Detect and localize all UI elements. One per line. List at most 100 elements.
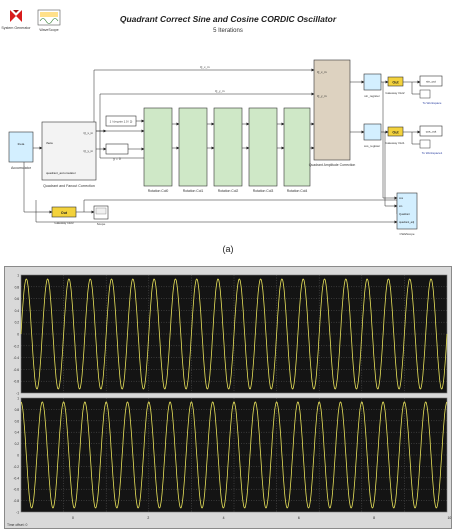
x-axis-ticks: 0 2 4 6 8 10 — [72, 516, 451, 520]
y-tick-label: 0.8 — [15, 408, 20, 412]
wavescope-block-label: CWaScope — [399, 232, 414, 236]
accumulator-block[interactable]: theta — [8, 131, 34, 163]
cos-register-block[interactable] — [363, 123, 382, 141]
quadrant-correction-label: Quadrant Amplitude Correction — [309, 163, 356, 167]
cosine-trace — [20, 401, 448, 509]
cos-out-label: cos_out — [426, 130, 437, 134]
scope-port: sin — [399, 204, 403, 208]
x-tick-label: 6 — [298, 516, 300, 520]
correction-port-y: Q_y_in — [317, 94, 327, 98]
constant-2-label: y = 0 — [113, 157, 121, 161]
correction-port-x: Q_x_in — [317, 70, 327, 74]
gateway-out-sin-block[interactable]: Out — [387, 76, 404, 87]
sin-register-label: sin_register — [364, 94, 380, 98]
gateway-out-cos-block[interactable]: Out — [387, 126, 404, 137]
iteration-block-1[interactable] — [178, 107, 208, 187]
sin-out-label: sin_out — [426, 80, 436, 84]
qmap-out-1: Q_x_in — [83, 131, 93, 135]
wavescope-icon[interactable] — [37, 9, 61, 26]
svg-text:theta: theta — [18, 142, 25, 146]
scope-port: quadrant_adj — [399, 220, 415, 224]
y-tick-label: 0.8 — [15, 285, 20, 289]
iteration-block-2[interactable] — [213, 107, 243, 187]
cos-register-label: cos_register — [364, 144, 380, 148]
iteration-block-0[interactable] — [143, 107, 173, 187]
y-tick-label: -0.8 — [14, 380, 20, 384]
y-tick-label: -0.6 — [14, 368, 20, 372]
model-title: Quadrant Correct Sine and Cosine CORDIC … — [120, 14, 337, 24]
y-tick-label: 0.6 — [15, 419, 20, 423]
y-tick-label: 1 — [17, 397, 19, 401]
y-tick-label: 0 — [17, 333, 19, 337]
y-tick-label: -1 — [16, 392, 19, 396]
y-tick-label: -0.2 — [14, 344, 20, 348]
system-generator-label: System Generator — [1, 26, 31, 30]
model-subtitle: 5 Iterations — [213, 28, 243, 34]
iteration-label: Rotation Col0 — [148, 189, 169, 193]
iteration-label: Rotation Col1 — [183, 189, 204, 193]
qmap-port-quad: quadrant_accumulator — [46, 171, 76, 175]
x-tick-label: 8 — [373, 516, 375, 520]
quadrant-correction-block[interactable]: Q_x_in Q_y_in — [313, 59, 351, 161]
figure-caption: (a) — [223, 244, 234, 254]
qmap-out-2: Q_y_in — [83, 149, 93, 153]
to-workspace-sin-block[interactable]: sin_out — [419, 75, 443, 87]
scope-small-block[interactable] — [93, 205, 109, 220]
svg-text:Out: Out — [392, 131, 399, 135]
to-workspace-sin-label: To Workspace — [423, 101, 442, 105]
y-tick-label: 0.4 — [15, 431, 20, 435]
scope-port: cos — [399, 197, 404, 200]
qmap-port-theta: theta — [46, 141, 53, 145]
wavescope-block[interactable]: cos sin Quadrant quadrant_adj — [396, 192, 418, 230]
constant-block-2[interactable] — [105, 143, 129, 155]
cosine-panel-y-ticks: 10.80.60.40.20-0.2-0.4-0.6-0.8-1 — [14, 397, 20, 515]
cordic-iteration-chain: Rotation Col0 Rotation Col1 Rotation Col… — [143, 107, 311, 193]
accumulator-label: Accumulator — [11, 166, 32, 170]
to-workspace-cos-label: To Workspace1 — [422, 151, 443, 155]
x-tick-label: 10 — [447, 516, 451, 520]
sin-register-block[interactable] — [363, 73, 382, 91]
scope-port: Quadrant — [399, 212, 410, 216]
iteration-block-3[interactable] — [248, 107, 278, 187]
y-tick-label: 1 — [17, 274, 19, 278]
iteration-label: Rotation Col3 — [253, 189, 274, 193]
model-diagram: Quadrant Correct Sine and Cosine CORDIC … — [0, 0, 457, 262]
gateway-out-3-block[interactable]: Out — [51, 206, 77, 218]
y-tick-label: 0.6 — [15, 297, 20, 301]
y-tick-label: -0.4 — [14, 356, 20, 360]
to-workspace-cos-block[interactable]: cos_out — [419, 125, 443, 137]
svg-text:Out: Out — [61, 211, 68, 215]
gateway-sin-label: Gateway Out2 — [385, 91, 405, 95]
gateway-cos-label: Gateway Out1 — [385, 141, 405, 145]
gateway-out-3-label: Gateway Out3 — [54, 221, 74, 225]
y-tick-label: -0.4 — [14, 476, 20, 480]
y-tick-label: 0 — [17, 454, 19, 458]
x-tick-label: 4 — [223, 516, 225, 520]
x-tick-label: 2 — [147, 516, 149, 520]
sine-panel-y-ticks: 1 0.8 0.6 0.4 0.2 0 -0.2 -0.4 -0.6 -0.8 -1 — [14, 274, 20, 396]
iteration-block-4[interactable] — [283, 107, 311, 187]
x-tick-label: 0 — [72, 516, 74, 520]
svg-text:Out: Out — [392, 81, 399, 85]
y-tick-label: -0.8 — [14, 499, 20, 503]
sine-trace — [20, 278, 448, 390]
y-tick-label: 0.2 — [15, 442, 20, 446]
sin-display-block[interactable] — [419, 89, 431, 99]
iteration-label: Rotation Col4 — [287, 189, 308, 193]
wavescope-label: WaveScope — [39, 28, 58, 32]
scope-small-label: Scope — [97, 222, 106, 226]
y-tick-label: 0.4 — [15, 309, 20, 313]
scope-window: 1 0.8 0.6 0.4 0.2 0 -0.2 -0.4 -0.6 -0.8 -1 1 0.8 0.6… — [4, 266, 452, 529]
quadrant-map-block[interactable]: theta quadrant_accumulator Q_x_in Q_y_in — [41, 121, 97, 181]
cos-display-block[interactable] — [419, 139, 431, 149]
y-tick-label: 0.2 — [15, 321, 20, 325]
scope-plot-area: 1 0.8 0.6 0.4 0.2 0 -0.2 -0.4 -0.6 -0.8 -1 1 0.8 0.6… — [7, 274, 451, 528]
scope-status: Time offset: 0 — [7, 523, 27, 527]
constant-block-1[interactable]: 1 / (rng sin 1.0 / 2) — [105, 115, 137, 127]
y-tick-label: -1 — [16, 511, 19, 515]
iteration-label: Rotation Col2 — [218, 189, 239, 193]
quadrant-map-label: Quadrant and Fanout Correction — [43, 184, 95, 188]
xilinx-logo-icon[interactable] — [10, 10, 22, 22]
y-tick-label: -0.6 — [14, 488, 20, 492]
signal-label-top: Q_x_in — [200, 65, 210, 69]
